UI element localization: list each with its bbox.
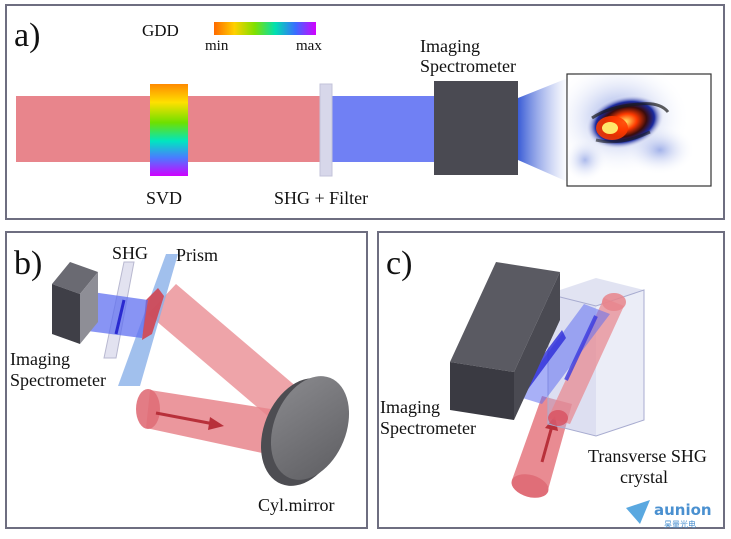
imaging-spectrometer-c <box>450 262 560 420</box>
spectrometer-label-line2: Spectrometer <box>420 56 516 76</box>
crystal-label-line2: crystal <box>620 467 668 487</box>
output-fan <box>518 78 568 182</box>
gdd-colorbar-min-label: min <box>205 38 229 54</box>
prism-label: Prism <box>176 245 218 265</box>
watermark-subtext: 昊量光电 <box>664 519 696 529</box>
spectrometer-c-label-line1: Imaging <box>380 397 440 417</box>
red-beam-upper <box>148 284 312 430</box>
watermark-text: aunion <box>654 501 712 519</box>
spectrometer-b-label-line2: Spectrometer <box>10 370 106 390</box>
gdd-colorbar-title: GDD <box>142 21 179 40</box>
beam-direction-arrow <box>155 411 224 430</box>
panel-b: b) Cyl.mirror Prism SHG <box>5 231 368 529</box>
cyl-mirror-label: Cyl.mirror <box>258 495 335 515</box>
cylindrical-mirror <box>260 376 350 486</box>
panel-c-letter: c) <box>386 245 412 282</box>
aunion-logo-icon <box>626 500 650 524</box>
panel-c: c) <box>377 231 725 529</box>
shg-beam-line <box>114 299 126 335</box>
panel-a: a) GDD min max SVD SHG + Filter Imaging … <box>5 4 725 220</box>
aunion-watermark: aunion 昊量光电 <box>626 500 712 529</box>
spectrometer-label-line1: Imaging <box>420 36 480 56</box>
crystal-label-line1: Transverse SHG <box>588 446 707 466</box>
shg-filter-plate <box>319 83 333 177</box>
measured-trace-image <box>566 73 712 187</box>
crystal-beam <box>548 293 626 426</box>
shg-label: SHG <box>112 243 148 263</box>
gdd-colorbar <box>214 22 316 35</box>
spectrometer-c-label-line2: Spectrometer <box>380 418 476 438</box>
svd-label: SVD <box>146 188 182 208</box>
spectrometer-b-label-line1: Imaging <box>10 349 70 369</box>
panel-a-letter: a) <box>14 17 40 54</box>
imaging-spectrometer-box <box>434 81 518 175</box>
imaging-spectrometer-b <box>52 262 98 344</box>
blue-beam <box>332 96 436 162</box>
shg-filter-label: SHG + Filter <box>274 188 368 208</box>
gdd-colorbar-max-label: max <box>296 38 322 54</box>
svd-element <box>150 84 188 176</box>
panel-b-letter: b) <box>14 245 42 282</box>
